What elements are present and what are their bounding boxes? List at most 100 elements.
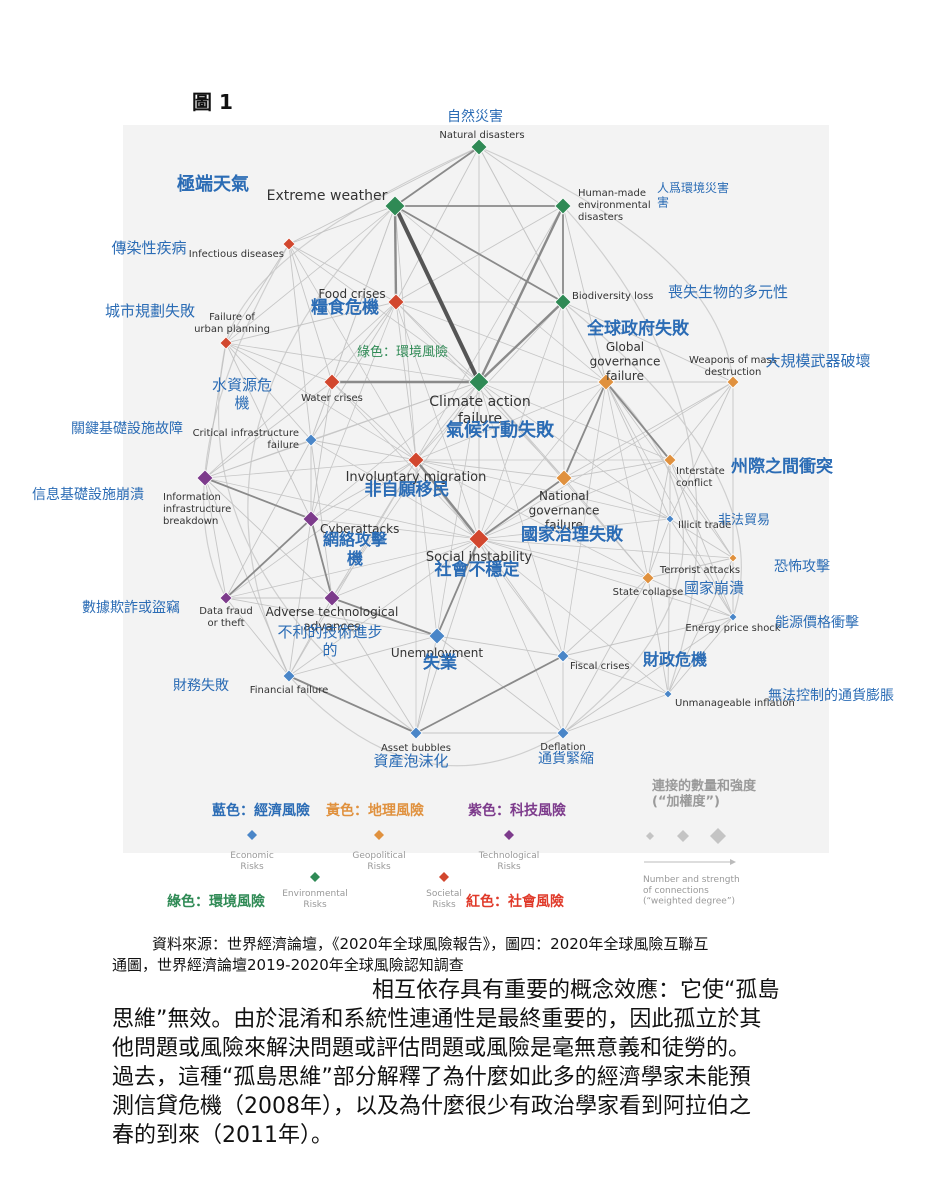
node-label-zh: 人爲環境災害害 <box>657 180 729 209</box>
edge <box>436 635 564 657</box>
edge <box>204 477 227 599</box>
strong-edge <box>288 675 417 734</box>
node-label-en: Unemployment <box>391 646 484 660</box>
edge <box>204 477 480 540</box>
node-extreme <box>384 195 406 217</box>
edge <box>478 381 564 657</box>
edge <box>562 577 649 734</box>
edge <box>478 538 669 695</box>
strong-edge <box>393 205 481 383</box>
legend-marker-environmental <box>310 872 320 882</box>
node-infectious <box>282 237 296 251</box>
edge <box>647 518 671 579</box>
edge <box>562 577 649 657</box>
edge <box>669 381 734 520</box>
node-label-zh: 國家崩潰 <box>684 579 744 597</box>
edge <box>478 538 564 657</box>
node-social <box>468 528 490 550</box>
edge <box>225 597 290 677</box>
edge <box>288 243 417 461</box>
edge <box>478 538 649 579</box>
legend-label-zh: 藍色：經濟風險 <box>212 802 310 819</box>
diagram-background <box>123 125 829 853</box>
node-food <box>387 293 405 311</box>
edge <box>331 538 480 599</box>
node-terrorist <box>728 553 738 563</box>
node-label-zh: 恐怖攻擊 <box>774 558 830 575</box>
node-wmd <box>726 375 740 389</box>
legend-weighted-zh: 連接的數量和強度(“加權度”) <box>652 778 757 810</box>
edge <box>288 459 417 677</box>
node-state <box>641 571 655 585</box>
edge <box>395 301 480 383</box>
strong-edge <box>204 477 312 520</box>
edge <box>562 301 565 479</box>
edge <box>331 597 417 734</box>
node-label-zh: 社會不穩定 <box>434 559 520 580</box>
legend-size-marker <box>646 832 654 840</box>
background-arc <box>203 243 290 599</box>
node-label-zh: 自然災害 <box>447 108 503 125</box>
edge <box>415 381 480 461</box>
legend-scale-arrow <box>730 859 736 865</box>
node-label-en: Unmanageable inflation <box>675 698 795 709</box>
node-label-zh: 非自願移民 <box>365 479 450 500</box>
legend-marker-technological <box>504 830 514 840</box>
background-arc <box>562 205 698 695</box>
node-label-en: Deflation <box>540 742 585 753</box>
edge <box>562 693 669 734</box>
node-label-en: Food crises <box>318 287 385 301</box>
body-line: 思維”無效。由於混淆和系統性連通性是最終重要的，因此孤立於其 <box>112 1007 762 1032</box>
edge <box>204 342 227 479</box>
edge <box>562 655 669 695</box>
edge <box>647 577 669 695</box>
legend-marker-societal <box>439 872 449 882</box>
node-label-en: Fiscal crises <box>570 661 630 672</box>
node-label-zh: 喪失生物的多元性 <box>668 283 788 301</box>
background-arcs <box>203 146 742 767</box>
node-info_infra <box>196 469 214 487</box>
edge <box>288 243 397 303</box>
edge <box>288 243 312 441</box>
background-arc <box>217 342 417 734</box>
strong-edge <box>394 146 480 207</box>
edge <box>667 557 734 695</box>
edge <box>415 381 607 461</box>
edge <box>563 381 734 479</box>
node-label-en: Biodiversity loss <box>572 291 653 302</box>
node-label-zh: 糧食危機 <box>311 297 379 318</box>
edge <box>562 381 607 657</box>
edge <box>436 635 564 734</box>
edge <box>394 205 417 461</box>
node-label-zh: 失業 <box>423 652 457 673</box>
node-label-zh: 不利的技術進步的 <box>277 623 382 659</box>
edge <box>415 459 649 579</box>
edge <box>225 342 312 441</box>
strong-edge <box>478 477 565 540</box>
body-line: 過去，這種“孤島思維”部分解釋了為什麼如此多的經濟學家未能預 <box>112 1065 751 1090</box>
edge <box>415 459 671 520</box>
body-line: 春的到來（2011年）。 <box>112 1123 333 1148</box>
edge <box>310 439 480 540</box>
node-data_fraud <box>219 591 233 605</box>
edge <box>310 381 480 520</box>
edge <box>310 459 417 520</box>
edge <box>310 381 333 520</box>
edge <box>605 381 734 559</box>
edge <box>331 381 417 461</box>
node-label-zh: 資產泡沫化 <box>373 752 448 770</box>
edge <box>667 518 671 695</box>
edge <box>647 557 734 579</box>
node-label-zh: 極端天氣 <box>177 173 249 195</box>
edge <box>331 459 417 599</box>
edge <box>415 538 480 734</box>
edge <box>415 459 564 657</box>
